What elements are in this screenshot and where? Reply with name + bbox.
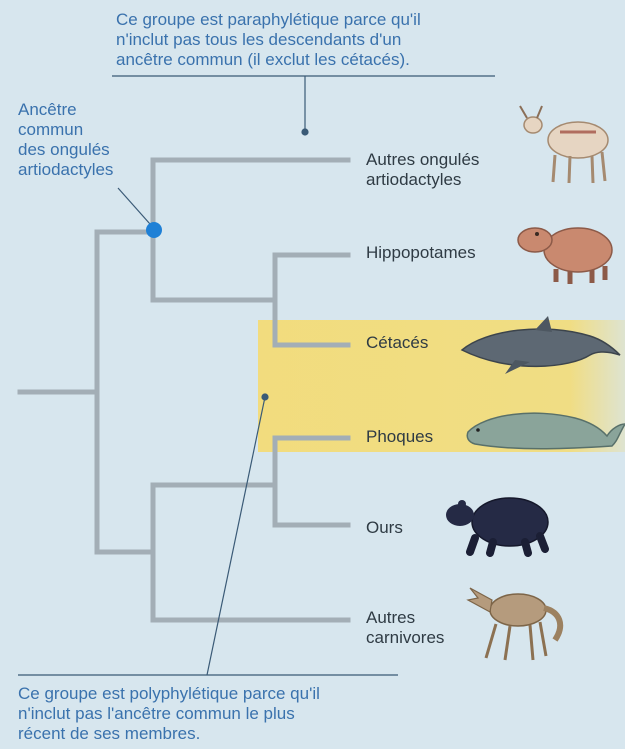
coyote-icon bbox=[468, 588, 560, 660]
polyphyletic-pointer bbox=[207, 397, 265, 675]
ancestor-pointer bbox=[118, 188, 150, 224]
paraphyletic-note: Ce groupe est paraphylétique parce qu'il… bbox=[116, 10, 421, 70]
paraphyletic-pointer-dot bbox=[302, 129, 308, 135]
taxon-label-autres-carnivores: Autres carnivores bbox=[366, 608, 444, 648]
hippopotamus-icon bbox=[518, 228, 612, 284]
bear-icon bbox=[446, 498, 548, 553]
deer-icon bbox=[520, 106, 608, 183]
taxon-label-autres-ongules: Autres ongulés artiodactyles bbox=[366, 150, 479, 190]
taxon-label-hippopotames: Hippopotames bbox=[366, 243, 476, 263]
taxon-label-ours: Ours bbox=[366, 518, 403, 538]
taxon-label-phoques: Phoques bbox=[366, 427, 433, 447]
ancestor-label: Ancêtre commun des ongulés artiodactyles bbox=[18, 100, 113, 180]
polyphyletic-pointer-dot bbox=[262, 394, 268, 400]
ancestor-node bbox=[146, 222, 162, 238]
polyphyletic-note: Ce groupe est polyphylétique parce qu'il… bbox=[18, 684, 320, 744]
taxon-label-cetaces: Cétacés bbox=[366, 333, 428, 353]
